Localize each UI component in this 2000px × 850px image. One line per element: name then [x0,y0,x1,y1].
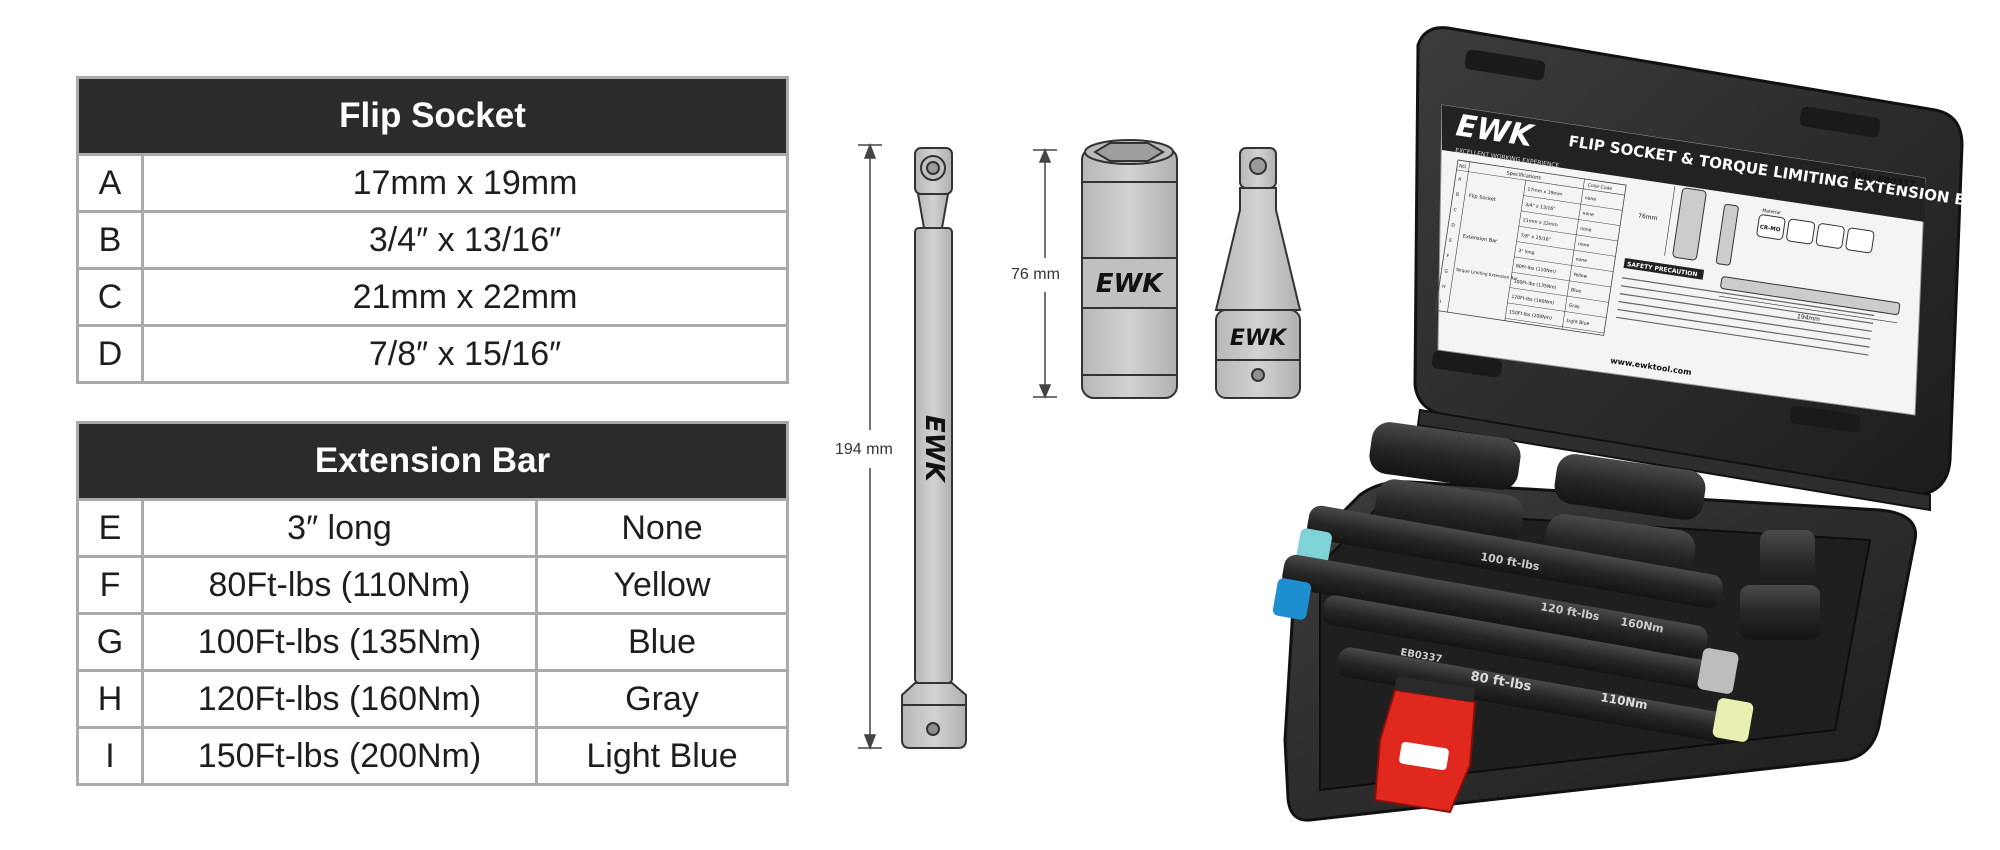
lid-spec-spec: 7/8" x 15/16" [1520,233,1551,243]
bar-dimension-line [858,142,882,751]
lid-spec-color: Yellow [1572,272,1588,280]
ewk-logo: EWK [1230,326,1288,351]
lid-spec-no: E [1449,238,1453,244]
row-spec: 80Ft-lbs (110Nm) [141,555,538,615]
row-color: None [535,498,789,558]
flip-socket-table: Flip Socket A 17mm x 19mm B 3/4″ x 13/16… [76,76,789,384]
lid-material-value: CR-MO [1759,225,1781,234]
socket-length-label: 76 mm [1011,266,1060,283]
row-letter: G [76,612,144,672]
lid-spec-spec: 3/4" x 13/16" [1525,202,1556,212]
row-letter: H [76,669,144,729]
socket-dimension-line [1033,148,1057,399]
lid-spec-no: F [1446,253,1450,259]
case-tools [1272,422,1820,743]
lid-spec-no: H [1442,284,1446,290]
row-spec: 120Ft-lbs (160Nm) [141,669,538,729]
lid-spec-spec: 21mm x 22mm [1522,217,1558,228]
lid-spec-no: B [1455,192,1459,198]
case-latch [1373,676,1477,814]
extension-bar-drawing [901,147,967,749]
lid-spec-color: none [1584,196,1596,203]
lid-group-ext: Extension Bar [1462,234,1498,245]
lid-spec-color: Blue [1571,287,1582,294]
lid-label-194: 194mm [1797,313,1821,323]
lid-spec-color: none [1575,257,1587,264]
flip-socket-title: Flip Socket [76,76,789,156]
lid-label-76: 76mm [1638,212,1658,222]
ewk-logo: EWK [1096,269,1164,299]
lid-group-flip: Flip Socket [1468,193,1496,203]
row-color: Blue [535,612,789,672]
lid-spec-row-line [1523,195,1623,211]
extension-bar-table: Extension Bar E 3″ long None F 80Ft-lbs … [76,421,789,786]
row-letter: E [76,498,144,558]
row-spec: 21mm x 22mm [141,267,789,327]
ewk-logo: EWK [919,415,949,483]
row-spec: 150Ft-lbs (200Nm) [141,726,538,786]
row-color: Gray [535,669,789,729]
row-color: Light Blue [535,726,789,786]
row-letter: A [76,153,144,213]
extension-bar-title: Extension Bar [76,421,789,501]
lid-spec-no: C [1453,207,1457,213]
lid-spec-no: G [1444,268,1449,275]
lid-spec-color: none [1580,227,1592,234]
row-letter: D [76,324,144,384]
case-photo: EWK EXCELLENT WORKING EXPERIENCE FLIP SO… [1272,26,2000,822]
row-spec: 3″ long [141,498,538,558]
table-row: I 150Ft-lbs (200Nm) Light Blue [76,726,789,786]
lid-spec-row-line [1511,271,1611,288]
table-row: F 80Ft-lbs (110Nm) Yellow [76,555,789,615]
row-color: Yellow [535,555,789,615]
row-spec: 7/8″ x 15/16″ [141,324,789,384]
lid-spec-row-line [1516,241,1616,257]
lid-spec-header-specs: Specifications [1506,170,1542,181]
table-row: D 7/8″ x 15/16″ [76,324,789,384]
bar-length-label: 194 mm [835,441,893,458]
lid-spec-row-line [1514,256,1614,272]
lid-spec-spec: 3" long [1518,248,1535,256]
row-letter: C [76,267,144,327]
lid-material-label: Material [1762,208,1781,217]
table-row: G 100Ft-lbs (135Nm) Blue [76,612,789,672]
lid-spec-row-line [1521,210,1621,226]
lid-spec-color: none [1582,212,1594,219]
lid-spec-spec: 80Ft-lbs (110Nm) [1515,263,1556,275]
row-letter: I [76,726,144,786]
lid-spec-no: A [1458,176,1463,183]
table-row: B 3/4″ x 13/16″ [76,210,789,270]
lid-diagram: 76mm 194mm Material CR-MO [1638,186,1901,323]
lid-spec-no: I [1439,299,1441,305]
row-spec: 17mm x 19mm [141,153,789,213]
table-row: A 17mm x 19mm [76,153,789,213]
lid-spec-no: D [1451,222,1456,229]
table-row: E 3″ long None [76,498,789,558]
lid-spec-table: NO. Specifications Color Code Flip Socke… [1435,159,1627,336]
lid-spec-color: Light Blue [1566,318,1590,327]
flip-socket-drawing [1081,139,1178,399]
extension-adapter-drawing [1214,147,1302,399]
lid-safety: SAFETY PRECAUTION [1616,258,1875,356]
lid-spec-header-color: Color Code [1587,182,1613,192]
lid-spec-row-line [1518,225,1618,242]
lid-feature-icons [1756,214,1875,254]
table-row: H 120Ft-lbs (160Nm) Gray [76,669,789,729]
lid-spec-header-no: NO. [1459,163,1468,170]
lid-spec-row-line [1505,317,1605,334]
lid-spec-row-line [1507,302,1607,318]
lid-spec-spec: 17mm x 19mm [1527,187,1563,198]
svg-text:EWK: EWK [919,415,949,483]
row-spec: 100Ft-lbs (135Nm) [141,612,538,672]
table-row: C 21mm x 22mm [76,267,789,327]
lid-spec-row-line [1509,287,1609,303]
row-letter: B [76,210,144,270]
lid-spec-color: none [1577,242,1589,249]
row-spec: 3/4″ x 13/16″ [141,210,789,270]
row-letter: F [76,555,144,615]
lid-spec-color: Gray [1568,302,1580,310]
